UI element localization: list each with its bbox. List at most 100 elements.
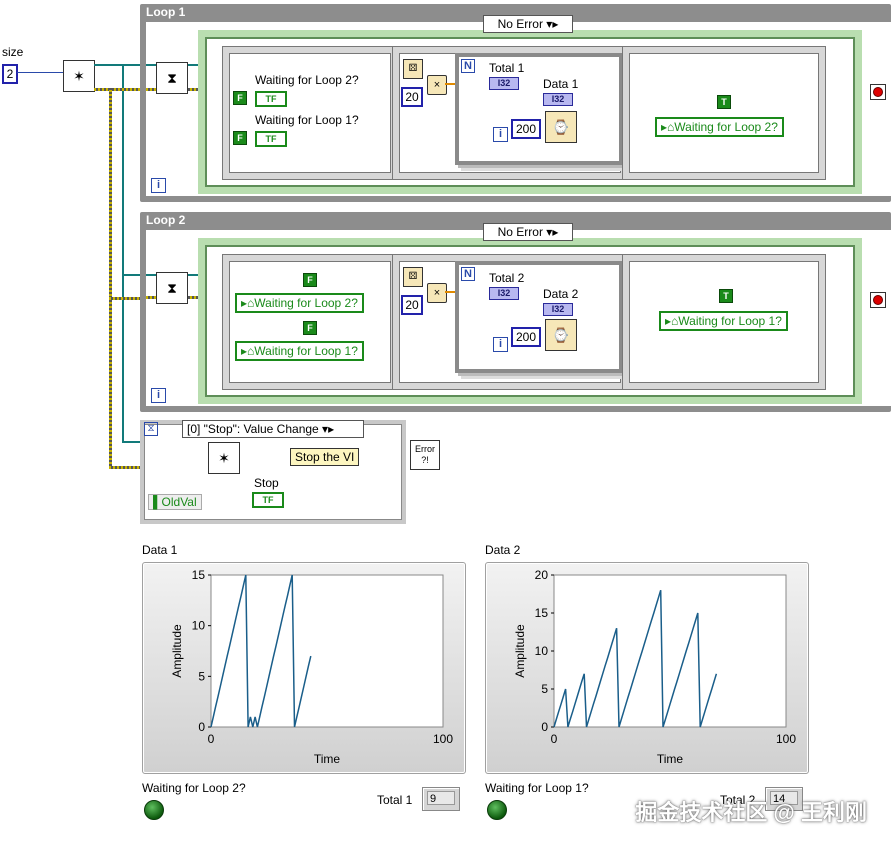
multiply-icon: × — [427, 283, 447, 303]
total2-indicator: I32 — [489, 287, 519, 300]
oldval-terminal: ▌OldVal — [148, 494, 202, 510]
graph2-ytick-label: 15 — [535, 606, 549, 620]
true-constant[interactable]: T — [719, 289, 733, 303]
data1-indicator: I32 — [543, 93, 573, 106]
event-selector[interactable]: [0] "Stop": Value Change ▾▸ — [182, 420, 364, 438]
loop2-seq-frame1: F ▸⌂Waiting for Loop 2? F ▸⌂Waiting for … — [223, 255, 397, 389]
total2-fp-label: Total 2 — [720, 793, 756, 807]
waiting-loop1-led[interactable] — [487, 800, 507, 820]
for-loop-iteration: i — [493, 127, 508, 142]
wait-ms-constant[interactable]: 200 — [511, 119, 541, 139]
send-notification-waiting-loop2: ▸⌂Waiting for Loop 2? — [235, 293, 364, 313]
graph2-ytick-label: 0 — [541, 720, 548, 734]
graph1-xlabel: Time — [314, 752, 341, 766]
loop1-seq-frame3: T ▸⌂Waiting for Loop 2? — [623, 47, 825, 179]
wait-on-notification-icon: ⧗ — [156, 62, 188, 94]
for-loop: N Total 2 I32 Data 2 I32 200 ⌚ i — [455, 261, 623, 373]
loop1-title: Loop 1 — [146, 5, 186, 19]
false-constant[interactable]: F — [303, 321, 317, 335]
graph1-plot-area — [210, 574, 444, 728]
total1-indicator: I32 — [489, 77, 519, 90]
false-constant[interactable]: F — [303, 273, 317, 287]
random-number-icon: ⚄ — [403, 59, 423, 79]
send-notification-waiting-loop1: ▸⌂Waiting for Loop 1? — [659, 311, 788, 331]
count-constant[interactable]: 20 — [401, 87, 423, 107]
obtain-notifier-icon: ✶ — [63, 60, 95, 92]
loop-count-terminal: N — [461, 267, 475, 281]
graph1-ytick-label: 0 — [198, 720, 205, 734]
loop1-frame: Loop 1 ⧗ i No Error ▾▸ Waiting for Loop … — [140, 4, 891, 202]
count-constant[interactable]: 20 — [401, 295, 423, 315]
loop-count-terminal: N — [461, 59, 475, 73]
false-constant[interactable]: F — [233, 91, 247, 105]
wait-on-notification-icon: ⧗ — [156, 272, 188, 304]
event-timeout-icon: ⧖ — [144, 422, 158, 436]
data2-indicator: I32 — [543, 303, 573, 316]
loop1-stop-terminal — [870, 84, 886, 100]
random-number-icon: ⚄ — [403, 267, 423, 287]
graph1-series-line — [210, 574, 312, 728]
loop2-frame: Loop 2 ⧗ i No Error ▾▸ F ▸⌂Waiting for L… — [140, 212, 891, 412]
graph1-ytick-label: 15 — [192, 568, 206, 582]
false-constant[interactable]: F — [233, 131, 247, 145]
loop2-case-structure: No Error ▾▸ F ▸⌂Waiting for Loop 2? F ▸⌂… — [198, 223, 862, 404]
loop2-case-selector[interactable]: No Error ▾▸ — [483, 223, 573, 241]
graph1-title: Data 1 — [142, 543, 178, 557]
event-loop: ⧖ [0] "Stop": Value Change ▾▸ ✶ Stop the… — [140, 420, 406, 524]
graph2-ytick-label: 20 — [535, 568, 549, 582]
graph2-ylabel: Amplitude — [513, 624, 527, 678]
loop2-seq-frame3: T ▸⌂Waiting for Loop 1? — [623, 255, 825, 389]
release-notifier-icon: ✶ — [208, 442, 240, 474]
graph2-series-line — [553, 589, 718, 728]
send-notification-waiting-loop1: ▸⌂Waiting for Loop 1? — [235, 341, 364, 361]
size-label: size — [2, 45, 24, 59]
loop2-seq-frame2: ⚄ 20 × N Total 2 I32 Data 2 I32 200 ⌚ i — [393, 255, 627, 389]
graph1-ytick-label: 5 — [198, 669, 205, 683]
block-diagram: size 2 ✶ Loop 1 ⧗ i No Error ▾▸ Waiting … — [2, 4, 891, 524]
stop-terminal: TF — [252, 492, 284, 508]
wait-ms-constant[interactable]: 200 — [511, 327, 541, 347]
graph2-title: Data 2 — [485, 543, 521, 557]
graph1-ylabel: Amplitude — [170, 624, 184, 678]
stop-label: Stop — [254, 476, 279, 490]
total2-label: Total 2 — [489, 271, 525, 285]
graph1-xtick-label: 100 — [433, 732, 453, 746]
graph2-xtick-label: 100 — [776, 732, 796, 746]
stop-the-vi-label: Stop the VI — [290, 448, 360, 466]
wait-ms-icon: ⌚ — [545, 111, 577, 143]
for-loop-iteration: i — [493, 337, 508, 352]
send-notification-waiting-loop2: ▸⌂Waiting for Loop 2? — [655, 117, 784, 137]
graph1-xtick-label: 0 — [208, 732, 215, 746]
waiting-loop2-led-label: Waiting for Loop 2? — [142, 781, 246, 795]
loop1-case-selector[interactable]: No Error ▾▸ — [483, 15, 573, 33]
graph2-xtick-label: 0 — [551, 732, 558, 746]
loop1-case-structure: No Error ▾▸ Waiting for Loop 2? Waiting … — [198, 15, 862, 194]
waiting-loop2-led[interactable] — [144, 800, 164, 820]
total1-label: Total 1 — [489, 61, 525, 75]
multiply-icon: × — [427, 75, 447, 95]
true-constant[interactable]: T — [717, 95, 731, 109]
data2-label: Data 2 — [543, 287, 579, 301]
loop2-title: Loop 2 — [146, 213, 186, 227]
data1-label: Data 1 — [543, 77, 579, 91]
simple-error-handler-icon: Error ?! — [410, 440, 440, 470]
wait-ms-icon: ⌚ — [545, 319, 577, 351]
waiting-loop1-led-label: Waiting for Loop 1? — [485, 781, 589, 795]
loop2-iteration-terminal: i — [151, 388, 166, 403]
total1-fp-label: Total 1 — [377, 793, 413, 807]
total1-fp-indicator: 9 — [422, 787, 460, 811]
graph2-xlabel: Time — [657, 752, 684, 766]
graph1-ytick-label: 10 — [192, 619, 206, 633]
loop1-seq-frame1: Waiting for Loop 2? Waiting for Loop 1? … — [223, 47, 397, 179]
size-control[interactable]: 2 — [2, 64, 18, 84]
graph2-ytick-label: 10 — [535, 644, 549, 658]
graph2-ytick-label: 5 — [541, 682, 548, 696]
watermark: 掘金技术社区 @ 王利刚 — [635, 800, 867, 825]
for-loop: N Total 1 I32 Data 1 I32 200 ⌚ i — [455, 53, 623, 165]
total2-fp-indicator: 14 — [765, 787, 803, 811]
loop2-stop-terminal — [870, 292, 886, 308]
